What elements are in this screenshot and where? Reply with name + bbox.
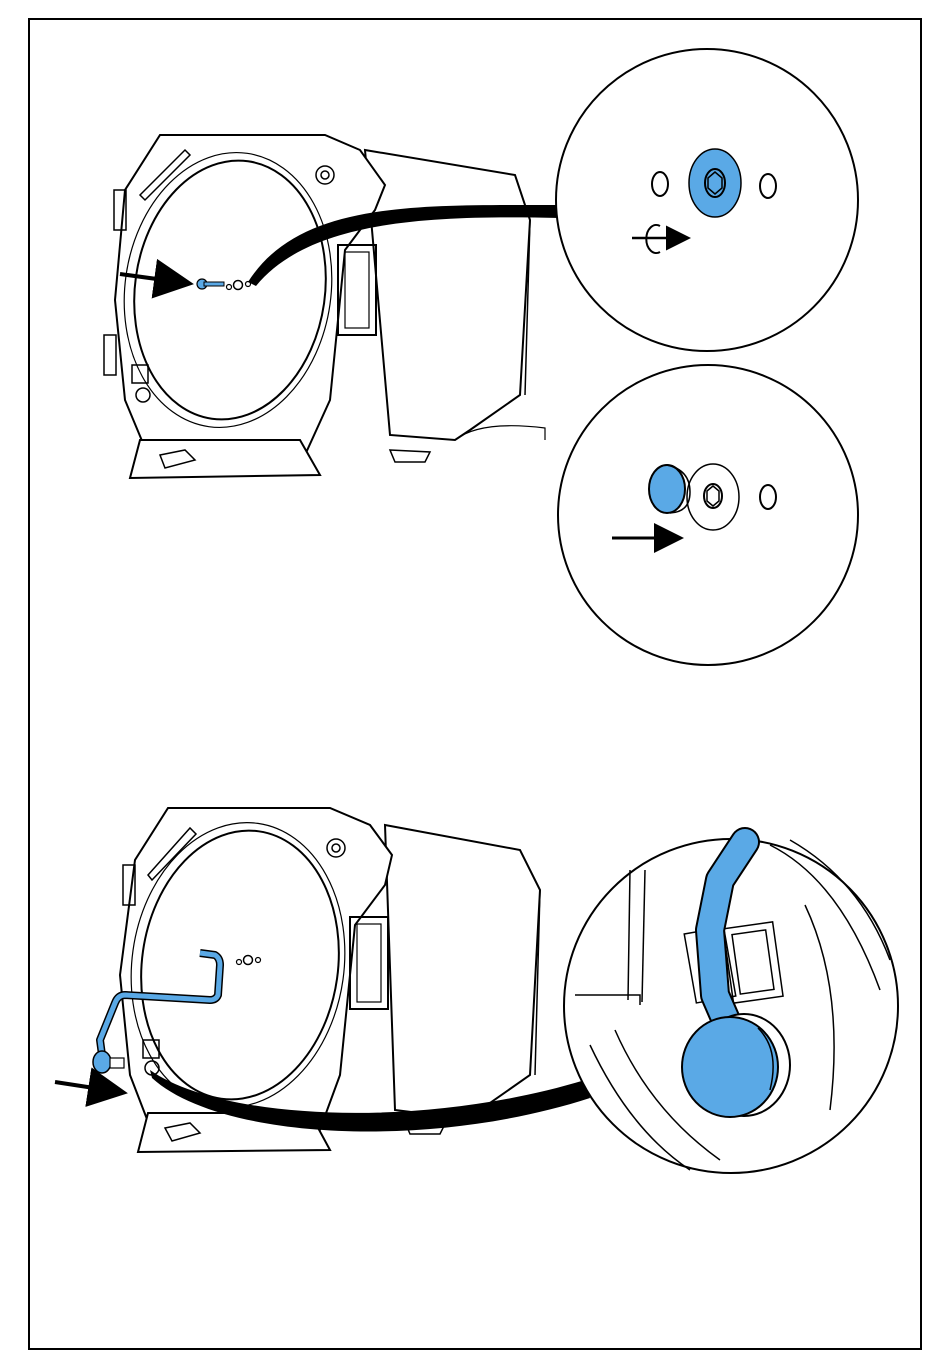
step2-machine — [113, 808, 540, 1152]
washer — [687, 464, 739, 530]
step1-machine — [104, 135, 545, 478]
machine-rear-body — [385, 825, 540, 1118]
callout-detail-hose-connector — [564, 839, 898, 1173]
step2-pointer-arrow — [55, 1082, 120, 1092]
hose-end-cap-detail — [682, 1017, 778, 1117]
hose-end-cap — [93, 1051, 111, 1073]
callout-detail-insert — [558, 365, 858, 665]
machine-rear-body — [365, 150, 530, 440]
plug-cap — [649, 465, 685, 513]
callout-detail-remove — [556, 49, 858, 351]
machine-base — [130, 440, 320, 478]
